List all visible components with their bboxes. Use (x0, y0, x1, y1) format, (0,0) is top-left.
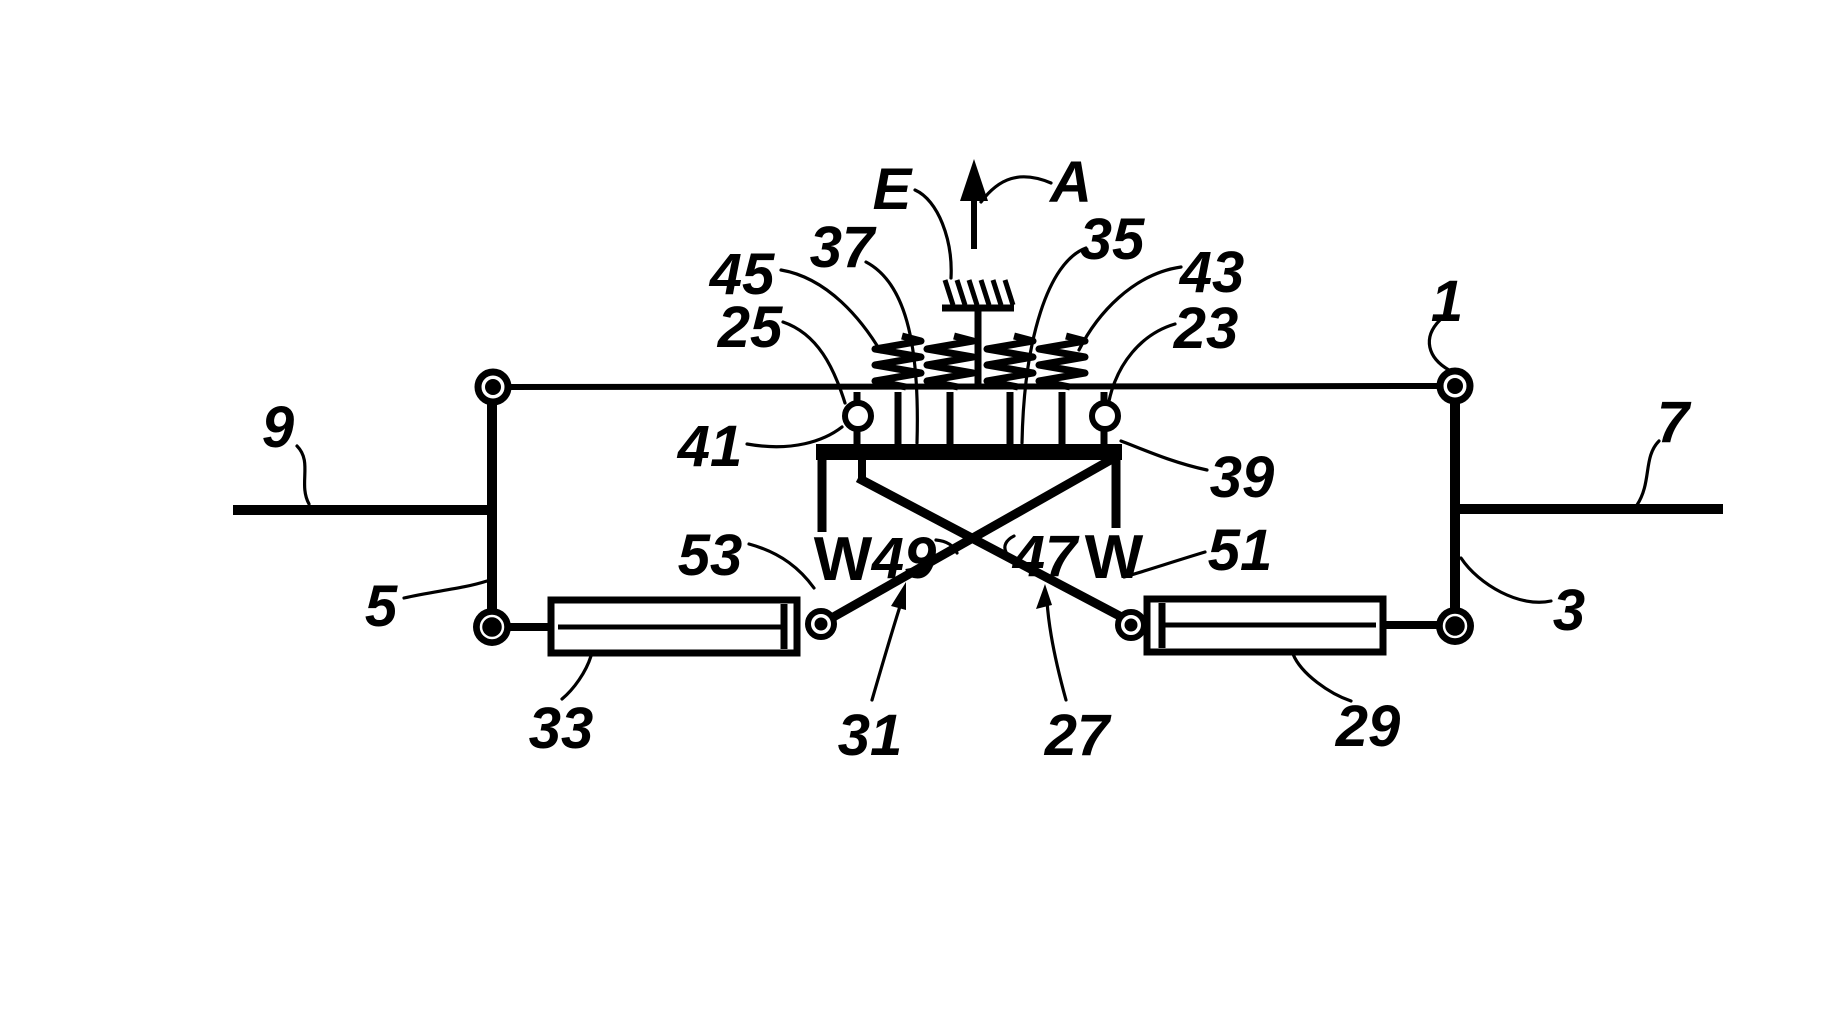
label-27: 27 (1044, 703, 1112, 768)
leader-lines (295, 175, 1661, 703)
reference-labels: E A 37 45 25 35 43 23 1 9 7 41 39 53 49 … (262, 150, 1692, 768)
leader-31 (870, 598, 904, 702)
leader-e (913, 188, 953, 280)
direction-arrow-head (960, 159, 988, 201)
pivot-bottom-left-ring (479, 614, 505, 640)
label-39: 39 (1210, 445, 1275, 510)
hatch-line (978, 279, 992, 306)
spring-symbol-left: W (814, 525, 873, 594)
label-25: 25 (717, 295, 783, 360)
hatch-line (990, 279, 1004, 306)
pivot-bottom-right (1436, 607, 1474, 645)
spring-symbol-right: W (1085, 523, 1144, 592)
leader-39 (1119, 439, 1209, 472)
leader-25 (781, 320, 847, 405)
label-49: 49 (871, 526, 937, 591)
upper-rail (492, 383, 1456, 390)
label-9: 9 (262, 395, 294, 460)
pivots (473, 367, 1474, 646)
leader-33 (560, 654, 593, 701)
arrowhead-27 (1036, 584, 1052, 609)
frame (233, 383, 1723, 625)
pivot-eye-41 (842, 400, 874, 432)
coil-spring-2 (927, 336, 973, 387)
leader-a (979, 175, 1053, 204)
pivot-top-left-pin (485, 379, 501, 395)
leader-3 (1459, 556, 1553, 604)
carriage-bar (816, 444, 1122, 460)
label-43: 43 (1179, 240, 1245, 305)
label-51: 51 (1208, 518, 1273, 583)
leader-53 (747, 542, 816, 590)
label-3: 3 (1553, 578, 1585, 643)
pivot-eye-39 (1089, 400, 1121, 432)
leader-43 (1077, 265, 1183, 352)
leader-41 (745, 425, 844, 449)
pivot-link-right-pin (1124, 618, 1138, 632)
coil-spring-4 (1039, 336, 1085, 387)
label-A: A (1048, 150, 1092, 215)
hanger-posts (853, 392, 1108, 446)
dampers (492, 595, 1450, 657)
label-35: 35 (1080, 207, 1145, 272)
hatch-line (954, 279, 968, 306)
label-5: 5 (365, 574, 398, 639)
label-31: 31 (838, 703, 903, 768)
label-45: 45 (709, 242, 775, 307)
leader-7 (1635, 439, 1661, 507)
label-1: 1 (1431, 269, 1463, 334)
label-E: E (873, 157, 914, 222)
pivot-top-right-pin (1447, 378, 1463, 394)
leader-9 (295, 444, 311, 506)
coil-spring-1 (875, 336, 921, 387)
label-41: 41 (677, 414, 743, 479)
leader-1 (1427, 318, 1451, 372)
hatch-line (942, 279, 956, 306)
arrowhead-31 (891, 582, 906, 610)
label-53: 53 (678, 523, 743, 588)
label-29: 29 (1335, 694, 1401, 759)
hatch-line (966, 279, 980, 306)
leader-35 (1020, 246, 1088, 445)
label-7: 7 (1657, 390, 1692, 455)
leader-29 (1291, 652, 1353, 703)
leader-47 (1003, 534, 1016, 554)
leader-5 (402, 579, 489, 600)
leader-27 (1045, 599, 1068, 702)
brush-hatching (942, 279, 1016, 306)
label-37: 37 (810, 215, 877, 280)
leader-51 (1122, 550, 1207, 579)
crossing-link-27 (855, 474, 1134, 626)
leader-45 (779, 268, 883, 354)
crossing-link-31 (818, 454, 1117, 628)
leader-23 (1107, 322, 1177, 403)
pivot-bottom-right-ring (1442, 613, 1468, 639)
pivot-link-left-pin (814, 617, 828, 631)
label-47: 47 (1012, 524, 1080, 589)
pivot-bottom-left (473, 608, 511, 646)
leader-37 (864, 260, 919, 445)
hatch-line (1002, 279, 1016, 306)
label-33: 33 (529, 696, 594, 761)
label-23: 23 (1173, 296, 1239, 361)
